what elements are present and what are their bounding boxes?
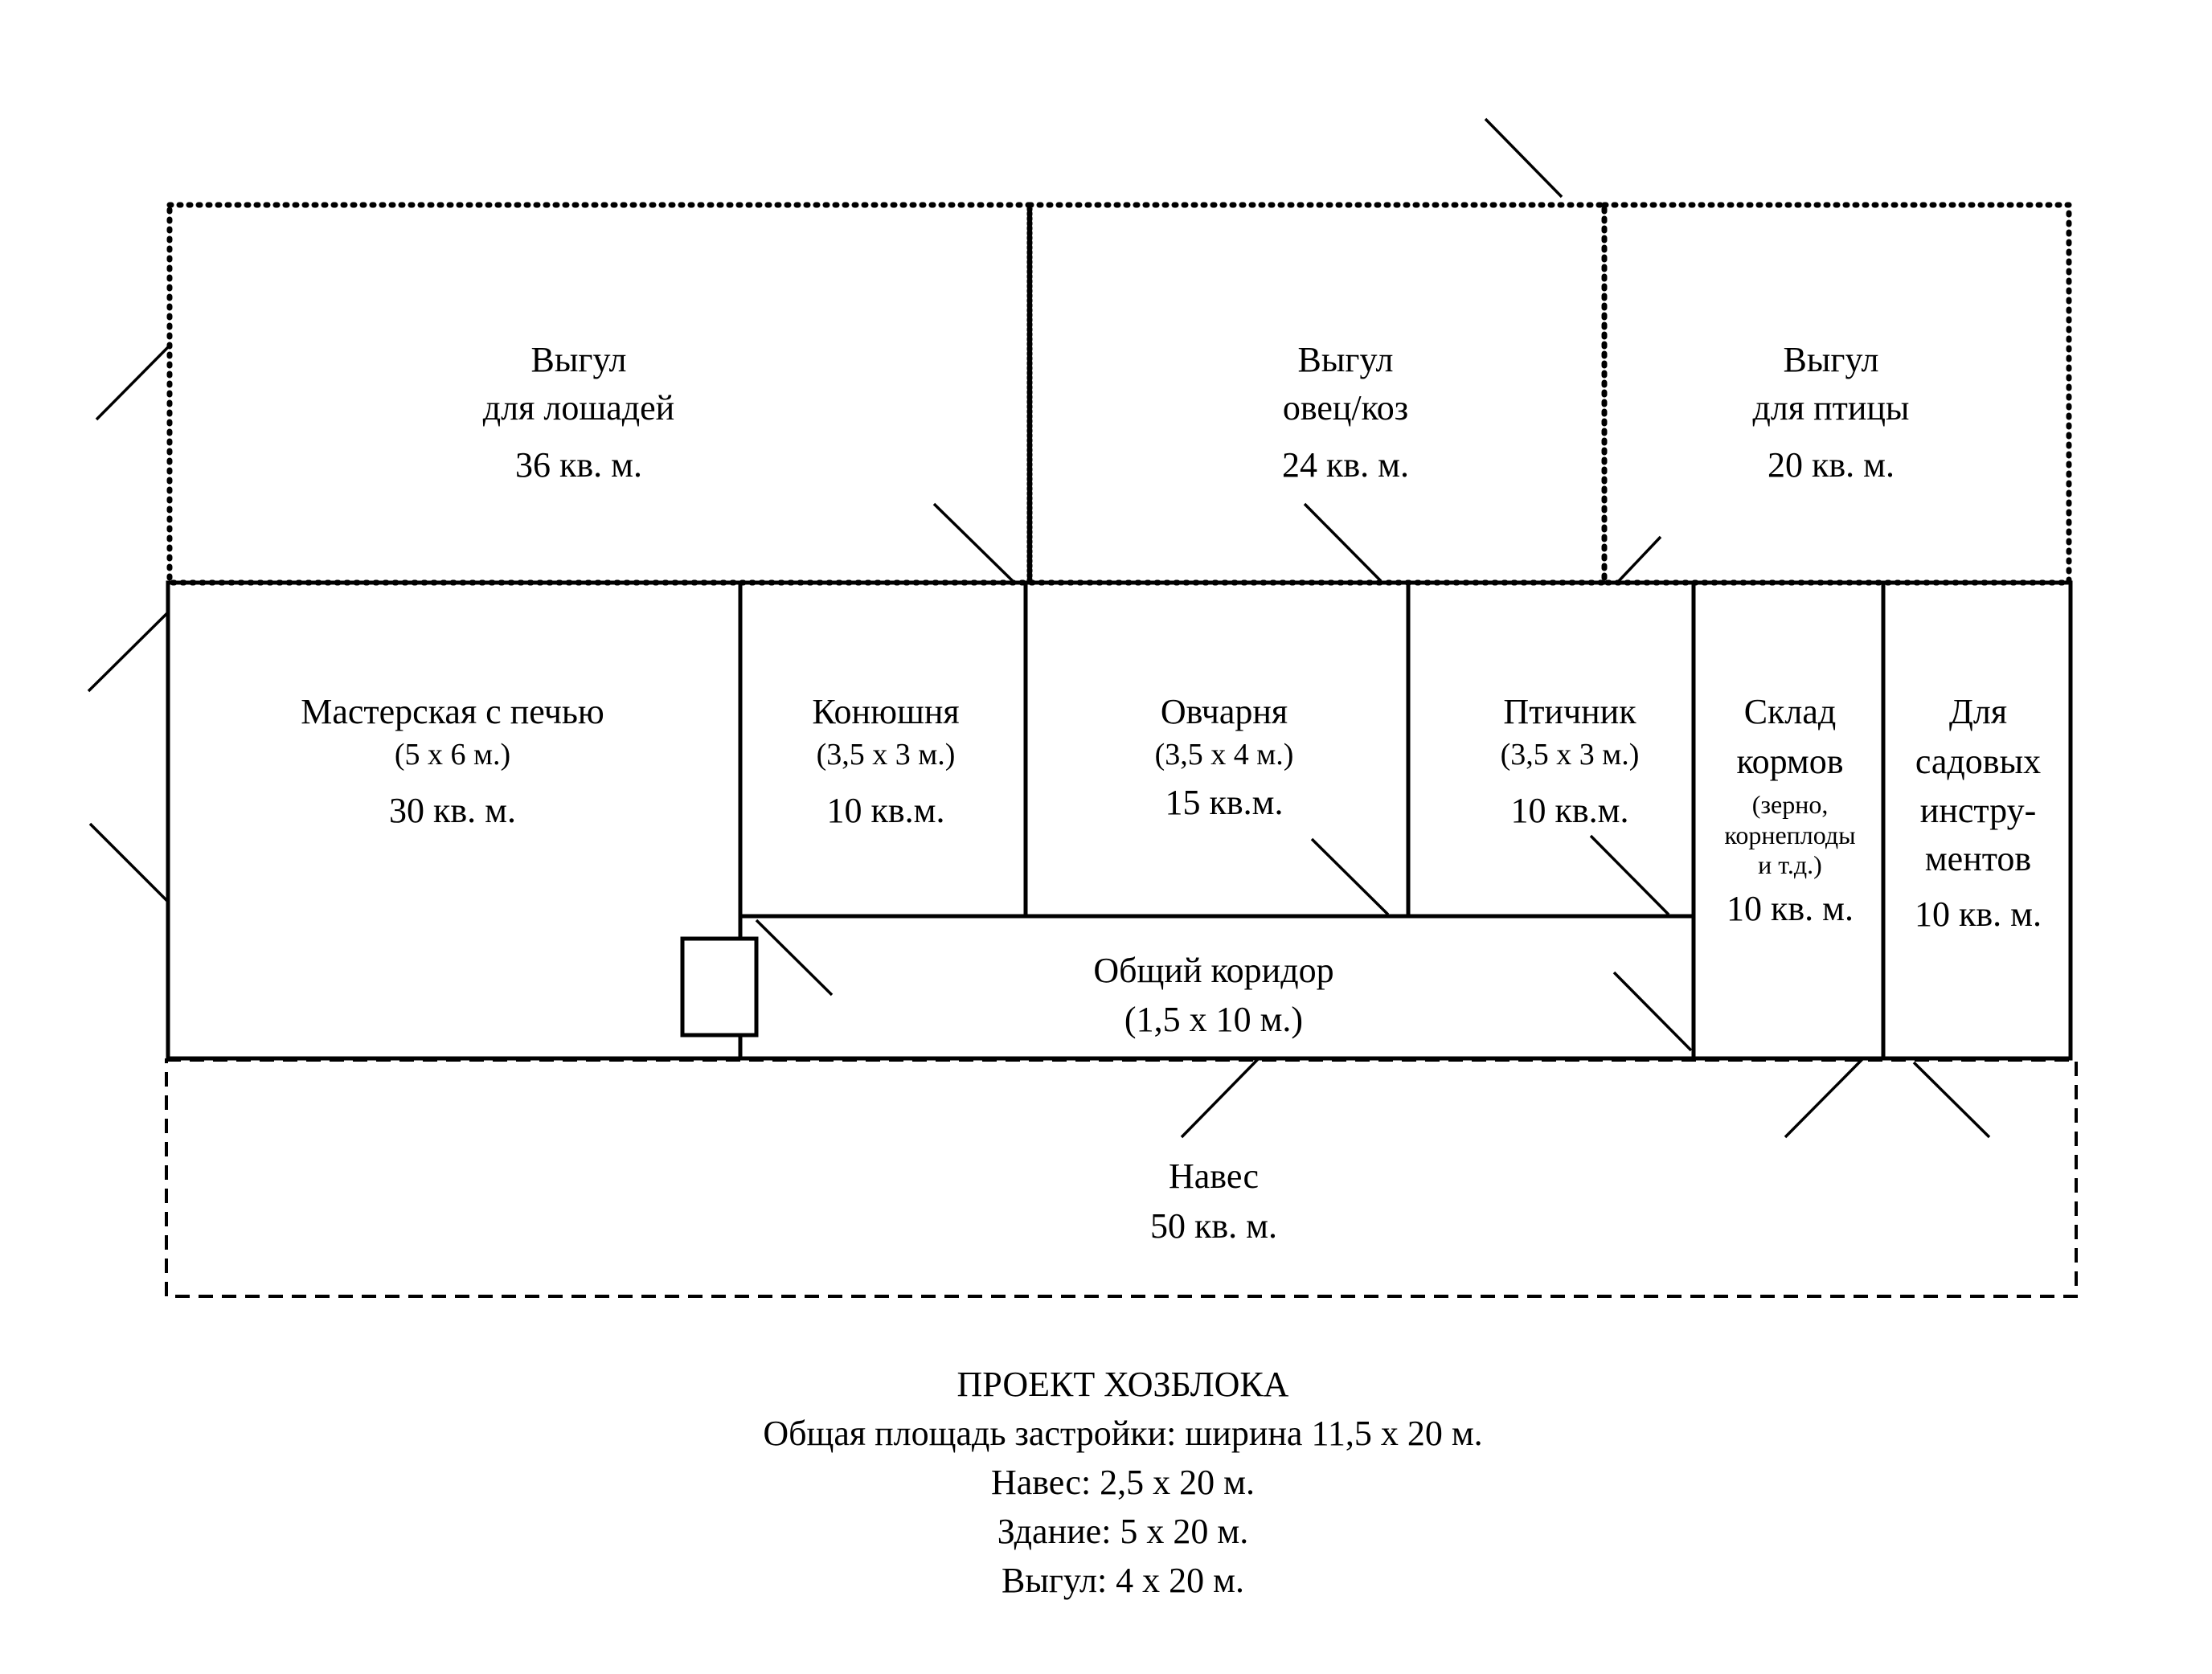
tools-line3: инстру-: [1920, 791, 2036, 830]
door-henhouse-yard: [1616, 535, 1662, 584]
feed-line1: Склад: [1744, 692, 1837, 731]
door-workshop-outer-1: [87, 611, 170, 693]
henhouse-size: (3,5 х 3 м.): [1501, 738, 1640, 772]
feed-note2: корнеплоды: [1724, 821, 1855, 849]
stable-area: 10 кв.м.: [827, 791, 945, 830]
stove-icon: [680, 936, 759, 1038]
yard-sheep-line2: овец/коз: [1283, 388, 1408, 428]
yard-sheep-line1: Выгул: [1298, 340, 1394, 379]
caption: ПРОЕКТ ХОЗБЛОКА Общая площадь застройки:…: [763, 1365, 1482, 1600]
caption-line4: Выгул: 4 х 20 м.: [1002, 1561, 1244, 1600]
door-sheepfold-yard: [1303, 502, 1382, 583]
feed-note3: и т.д.): [1758, 850, 1822, 879]
room-workshop-label: Мастерская с печью (5 х 6 м.) 30 кв. м.: [301, 692, 604, 830]
room-tools-label: Для садовых инстру- ментов 10 кв. м.: [1915, 692, 2042, 934]
workshop-title: Мастерская с печью: [301, 692, 604, 731]
yard-sheep-area: 24 кв. м.: [1282, 445, 1409, 485]
canopy-outline: [165, 1058, 2078, 1298]
door-yard-horses-outer: [95, 344, 171, 421]
sheepfold-area: 15 кв.м.: [1165, 783, 1284, 822]
room-stable-label: Конюшня (3,5 х 3 м.) 10 кв.м.: [812, 692, 959, 830]
door-sheepfold-corridor: [1310, 837, 1390, 916]
door-top-gate: [1484, 117, 1563, 199]
henhouse-area: 10 кв.м.: [1511, 791, 1629, 830]
yard-poultry-line1: Выгул: [1784, 340, 1879, 379]
door-feed-canopy: [1784, 1057, 1865, 1139]
caption-line3: Здание: 5 х 20 м.: [997, 1512, 1249, 1551]
room-henhouse-label: Птичник (3,5 х 3 м.) 10 кв.м.: [1501, 692, 1640, 830]
corridor-title: Общий коридор: [1093, 951, 1333, 990]
door-henhouse-corridor: [1589, 834, 1670, 916]
yard-poultry-area: 20 кв. м.: [1768, 445, 1895, 485]
room-sheepfold-label: Овчарня (3,5 х 4 м.) 15 кв.м.: [1155, 692, 1294, 822]
yard-horses-line2: для лошадей: [483, 388, 674, 428]
door-tools-canopy: [1912, 1061, 1991, 1139]
sheepfold-title: Овчарня: [1161, 692, 1288, 731]
room-feed-label: Склад кормов (зерно, корнеплоды и т.д.) …: [1724, 692, 1855, 928]
tools-line4: ментов: [1925, 839, 2031, 878]
feed-line2: кормов: [1736, 742, 1843, 781]
stable-size: (3,5 х 3 м.): [817, 738, 956, 772]
workshop-size: (5 х 6 м.): [395, 738, 510, 772]
door-workshop-outer-2: [88, 822, 170, 903]
caption-title: ПРОЕКТ ХОЗБЛОКА: [957, 1365, 1289, 1404]
canopy-area: 50 кв. м.: [1150, 1206, 1277, 1246]
building-outline: [166, 580, 2073, 1061]
doors: [87, 117, 1991, 1139]
door-stable-yard: [932, 502, 1016, 584]
room-corridor-label: Общий коридор (1,5 х 10 м.): [1093, 951, 1333, 1039]
tools-line1: Для: [1949, 692, 2007, 731]
door-corridor-canopy: [1180, 1057, 1260, 1139]
yard-poultry-label: Выгул для птицы 20 кв. м.: [1752, 340, 1909, 485]
caption-line1: Общая площадь застройки: ширина 11,5 х 2…: [763, 1414, 1482, 1453]
door-corridor-feed: [1612, 971, 1693, 1052]
yard-sheep-label: Выгул овец/коз 24 кв. м.: [1282, 340, 1409, 485]
canopy-label: Навес 50 кв. м.: [1150, 1156, 1277, 1246]
canopy-title: Навес: [1169, 1156, 1259, 1196]
sheepfold-size: (3,5 х 4 м.): [1155, 738, 1294, 772]
feed-note1: (зерно,: [1752, 790, 1829, 819]
stable-title: Конюшня: [812, 692, 959, 731]
yard-poultry-line2: для птицы: [1752, 388, 1909, 428]
door-corridor-workshop: [755, 919, 834, 997]
yard-horses-area: 36 кв. м.: [515, 445, 642, 485]
feed-area: 10 кв. м.: [1727, 889, 1854, 928]
workshop-area: 30 кв. м.: [389, 791, 516, 830]
building: [166, 580, 2073, 1061]
tools-line2: садовых: [1915, 742, 2041, 781]
tools-area: 10 кв. м.: [1915, 894, 2042, 934]
yard-horses-label: Выгул для лошадей 36 кв. м.: [483, 340, 674, 485]
corridor-size: (1,5 х 10 м.): [1124, 1000, 1303, 1039]
henhouse-title: Птичник: [1503, 692, 1636, 731]
caption-line2: Навес: 2,5 х 20 м.: [991, 1463, 1255, 1502]
yard-horses-line1: Выгул: [531, 340, 627, 379]
